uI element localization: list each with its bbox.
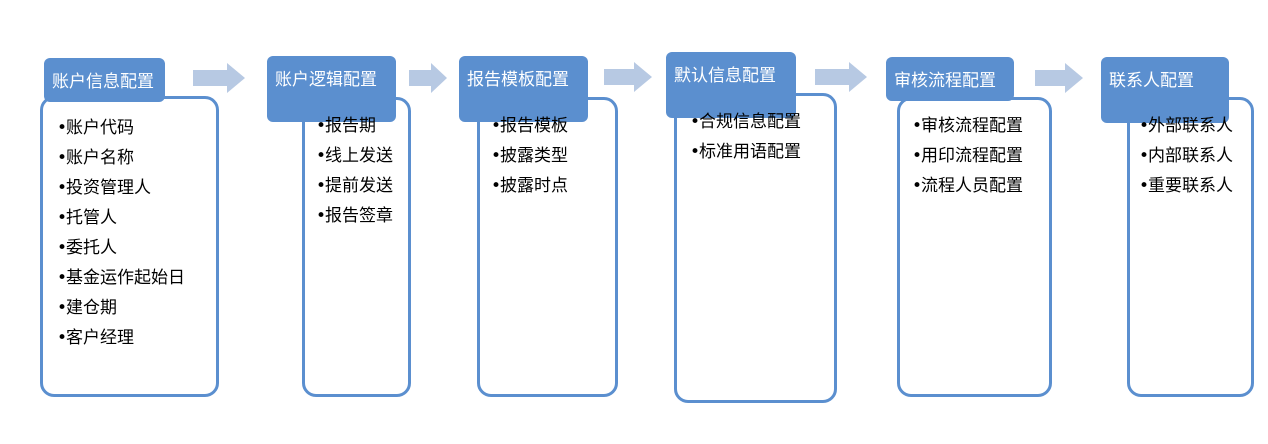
list-item: •外部联系人 [1139,116,1233,146]
list-item: •建仓期 [57,298,185,328]
bullet: • [57,268,68,288]
flow-arrow-icon [409,63,447,93]
stage-header: 默认信息配置 [666,52,796,118]
item-label: 提前发送 [325,176,393,196]
bullet: • [57,148,68,168]
arrow-shape [1035,63,1083,93]
item-label: 报告模板 [500,116,568,136]
flow-arrow-icon [193,63,245,93]
list-item: •账户代码 [57,118,185,148]
flow-arrow-icon [604,62,652,92]
bullet: • [57,298,68,318]
list-item: •披露类型 [491,146,568,176]
stage-box [302,97,411,397]
bullet: • [690,112,701,132]
list-item: •账户名称 [57,148,185,178]
item-label: 流程人员配置 [921,176,1023,196]
item-label: 委托人 [66,238,117,258]
bullet: • [316,146,327,166]
item-label: 标准用语配置 [699,142,801,162]
bullet: • [57,328,68,348]
stage-header: 审核流程配置 [886,57,1014,101]
list-item: •披露时点 [491,176,568,206]
bullet: • [57,238,68,258]
list-item: •托管人 [57,208,185,238]
item-label: 披露时点 [500,176,568,196]
list-item: •委托人 [57,238,185,268]
stage-item-list: •合规信息配置 •标准用语配置 [690,112,801,172]
stage-item-list: •报告模板 •披露类型 •披露时点 [491,116,568,206]
bullet: • [57,118,68,138]
list-item: •合规信息配置 [690,112,801,142]
item-label: 审核流程配置 [921,116,1023,136]
stage-item-list: •报告期 •线上发送 •提前发送 •报告签章 [316,116,393,236]
item-label: 基金运作起始日 [66,268,185,288]
item-label: 账户名称 [66,148,134,168]
bullet: • [57,178,68,198]
arrow-shape [815,62,867,92]
bullet: • [491,116,502,136]
list-item: •投资管理人 [57,178,185,208]
flow-arrow-icon [815,62,867,92]
stage-item-list: •外部联系人 •内部联系人 •重要联系人 [1139,116,1233,206]
flow-arrow-icon [1035,63,1083,93]
item-label: 重要联系人 [1148,176,1233,196]
bullet: • [316,176,327,196]
bullet: • [912,146,923,166]
list-item: •内部联系人 [1139,146,1233,176]
item-label: 报告期 [325,116,376,136]
bullet: • [1139,116,1150,136]
list-item: •客户经理 [57,328,185,358]
list-item: •审核流程配置 [912,116,1023,146]
item-label: 投资管理人 [66,178,151,198]
stage-header: 账户逻辑配置 [267,56,396,122]
item-label: 托管人 [66,208,117,228]
stage-box [1127,97,1254,397]
list-item: •标准用语配置 [690,142,801,172]
list-item: •线上发送 [316,146,393,176]
list-item: •基金运作起始日 [57,268,185,298]
bullet: • [912,176,923,196]
item-label: 外部联系人 [1148,116,1233,136]
stage-item-list: •账户代码 •账户名称 •投资管理人 •托管人 •委托人 •基金运作起始日 •建… [57,118,185,358]
list-item: •流程人员配置 [912,176,1023,206]
stage-header: 账户信息配置 [44,58,165,102]
list-item: •重要联系人 [1139,176,1233,206]
stage-item-list: •审核流程配置 •用印流程配置 •流程人员配置 [912,116,1023,206]
list-item: •报告期 [316,116,393,146]
arrow-shape [604,62,652,92]
list-item: •报告模板 [491,116,568,146]
bullet: • [1139,176,1150,196]
stage-header: 报告模板配置 [459,56,588,122]
item-label: 账户代码 [66,118,134,138]
item-label: 线上发送 [325,146,393,166]
item-label: 用印流程配置 [921,146,1023,166]
list-item: •提前发送 [316,176,393,206]
bullet: • [57,208,68,228]
bullet: • [912,116,923,136]
bullet: • [316,116,327,136]
bullet: • [491,176,502,196]
list-item: •用印流程配置 [912,146,1023,176]
bullet: • [316,206,327,226]
bullet: • [491,146,502,166]
item-label: 建仓期 [66,298,117,318]
item-label: 合规信息配置 [699,112,801,132]
bullet: • [690,142,701,162]
stage-box [897,97,1052,397]
bullet: • [1139,146,1150,166]
stage-header: 联系人配置 [1101,57,1229,123]
stage-box [40,96,219,397]
list-item: •报告签章 [316,206,393,236]
item-label: 内部联系人 [1148,146,1233,166]
item-label: 客户经理 [66,328,134,348]
item-label: 报告签章 [325,206,393,226]
item-label: 披露类型 [500,146,568,166]
arrow-shape [409,63,447,93]
arrow-shape [193,63,245,93]
